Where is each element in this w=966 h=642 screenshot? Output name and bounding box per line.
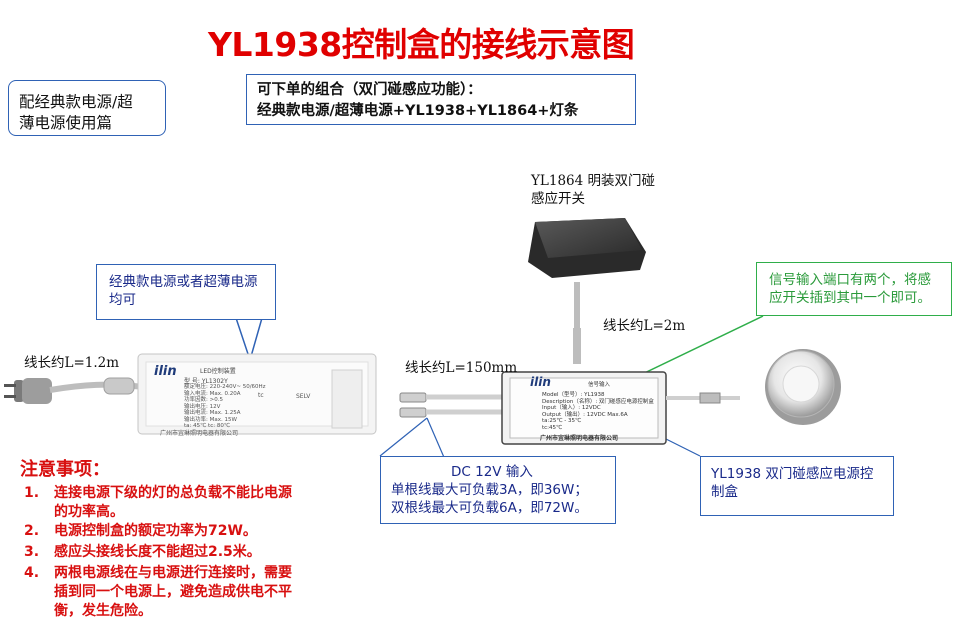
note-item-1: 1. 连接电源下级的灯的总负载不能比电源 的功率高。 <box>24 484 354 522</box>
sensor-cable-length: 线长约L=2m <box>603 318 686 334</box>
input-cable <box>49 381 151 393</box>
power-supply-selv: SELV <box>296 393 311 400</box>
callout-line: DC 12V 输入 <box>451 464 533 480</box>
dc-cable-length: 线长约L=150mm <box>405 360 518 376</box>
note-item-3: 3. 感应头接线长度不能超过2.5米。 <box>24 543 354 562</box>
input-cable-length: 线长约L=1.2m <box>24 355 120 371</box>
note-number: 2. <box>24 523 40 539</box>
callout-line: YL1938 双门碰感应电源控 <box>711 466 874 482</box>
spec-line: Description（名称）: 双门碰感应电源控制盒 <box>542 398 654 405</box>
page-title: YL1938控制盒的接线示意图 <box>208 25 635 64</box>
usage-note-line: 配经典款电源/超 <box>19 93 133 111</box>
power-supply-model: 型 号: YL1302Y <box>184 378 228 385</box>
control-box-specs: Model（型号）: YL1938 Description（名称）: 双门碰感应… <box>542 392 654 431</box>
dc-input-wires <box>399 392 505 418</box>
note-line: 感应头接线长度不能超过2.5米。 <box>54 544 261 560</box>
puck-lamp-icon <box>765 349 841 425</box>
control-box-unit <box>501 371 667 445</box>
spec-line: tc:45℃ <box>542 424 563 431</box>
mains-plug-icon <box>4 378 52 404</box>
spec-line: 功率因数: >0.5 <box>184 397 223 403</box>
control-box-company: 广州市宜琳照明电器有限公司 <box>540 435 619 442</box>
spec-line: 输出功率: Max. 15W <box>184 416 237 423</box>
dc-callout-pointer-2 <box>426 417 447 463</box>
sensor-label-line: YL1864 明装双门碰 <box>531 173 656 189</box>
spec-line: ta:25℃ - 35℃ <box>542 418 582 424</box>
combination-formula: 经典款电源/超薄电源+YL1938+YL1864+灯条 <box>257 103 579 119</box>
spec-line: 输出电流: Max. 1.25A <box>184 410 241 416</box>
power-supply-specs: 额定电压: 220-240V~ 50/60Hz 输入电流: Max. 0.20A… <box>184 384 266 430</box>
callout-line: 制盒 <box>711 484 738 500</box>
dc-callout-pointer <box>379 417 428 457</box>
combination-heading: 可下单的组合（双门碰感应功能）： <box>257 82 482 98</box>
signal-port-callout: 信号输入端口有两个，将感 应开关插到其中一个即可。 <box>756 262 952 316</box>
power-supply-callout: 经典款电源或者超薄电源 均可 <box>96 264 276 320</box>
note-line: 插到同一个电源上，避免造成供电不平 <box>54 584 292 600</box>
control-box-port-label: 信号输入 <box>588 382 611 388</box>
power-supply-unit <box>137 353 377 435</box>
power-supply-company: 广州市宜琳照明电器有限公司 <box>160 430 239 437</box>
spec-line: 输出电压: 12V <box>184 403 221 410</box>
note-line: 两根电源线在与电源进行连接时，需要 <box>54 565 292 581</box>
sensor-label-line: 感应开关 <box>531 191 585 207</box>
note-item-2: 2. 电源控制盒的额定功率为72W。 <box>24 522 354 541</box>
callout-line: 经典款电源或者超薄电源 <box>109 274 258 290</box>
spec-line: 输入电流: Max. 0.20A <box>184 390 241 397</box>
spec-line: Output（输出）: 12VDC Max.6A <box>542 411 628 418</box>
note-line: 连接电源下级的灯的总负载不能比电源 <box>54 485 292 501</box>
callout-line: 应开关插到其中一个即可。 <box>769 290 931 306</box>
usage-note-box: 配经典款电源/超 薄电源使用篇 <box>8 80 166 136</box>
callout-line: 均可 <box>109 292 136 308</box>
control-box-brand: ilin <box>530 375 551 389</box>
note-line: 电源控制盒的额定功率为72W。 <box>54 523 257 539</box>
power-supply-tc: tc <box>258 392 264 399</box>
note-item-4: 4. 两根电源线在与电源进行连接时，需要 插到同一个电源上，避免造成供电不平 衡… <box>24 564 354 621</box>
callout-line: 双根线最大可负载6A，即72W。 <box>391 500 588 516</box>
power-supply-name: LED控制装置 <box>200 368 236 375</box>
notes-title: 注意事项： <box>20 459 110 480</box>
callout-line: 单根线最大可负载3A，即36W； <box>391 482 588 498</box>
note-number: 1. <box>24 485 40 501</box>
spec-line: ta: 45℃ tc: 80℃ <box>184 423 231 429</box>
power-supply-brand: ilin <box>154 364 177 379</box>
output-wire <box>666 392 740 404</box>
combination-box: 可下单的组合（双门碰感应功能）： 经典款电源/超薄电源+YL1938+YL186… <box>246 74 636 125</box>
spec-line: Model（型号）: YL1938 <box>542 392 605 398</box>
note-number: 3. <box>24 544 40 560</box>
spec-line: 额定电压: 220-240V~ 50/60Hz <box>184 384 266 390</box>
note-line: 衡，发生危险。 <box>54 603 152 619</box>
note-number: 4. <box>24 565 40 581</box>
sensor-label: YL1864 明装双门碰 感应开关 <box>531 172 655 208</box>
usage-note-line: 薄电源使用篇 <box>19 114 113 132</box>
spec-line: Input（输入）: 12VDC <box>542 405 601 411</box>
note-line: 的功率高。 <box>54 504 124 520</box>
dc-input-callout: DC 12V 输入 单根线最大可负载3A，即36W； 双根线最大可负载6A，即7… <box>380 456 616 524</box>
door-sensor-device <box>528 218 646 364</box>
callout-line: 信号输入端口有两个，将感 <box>769 272 931 288</box>
control-box-callout: YL1938 双门碰感应电源控 制盒 <box>700 456 894 516</box>
